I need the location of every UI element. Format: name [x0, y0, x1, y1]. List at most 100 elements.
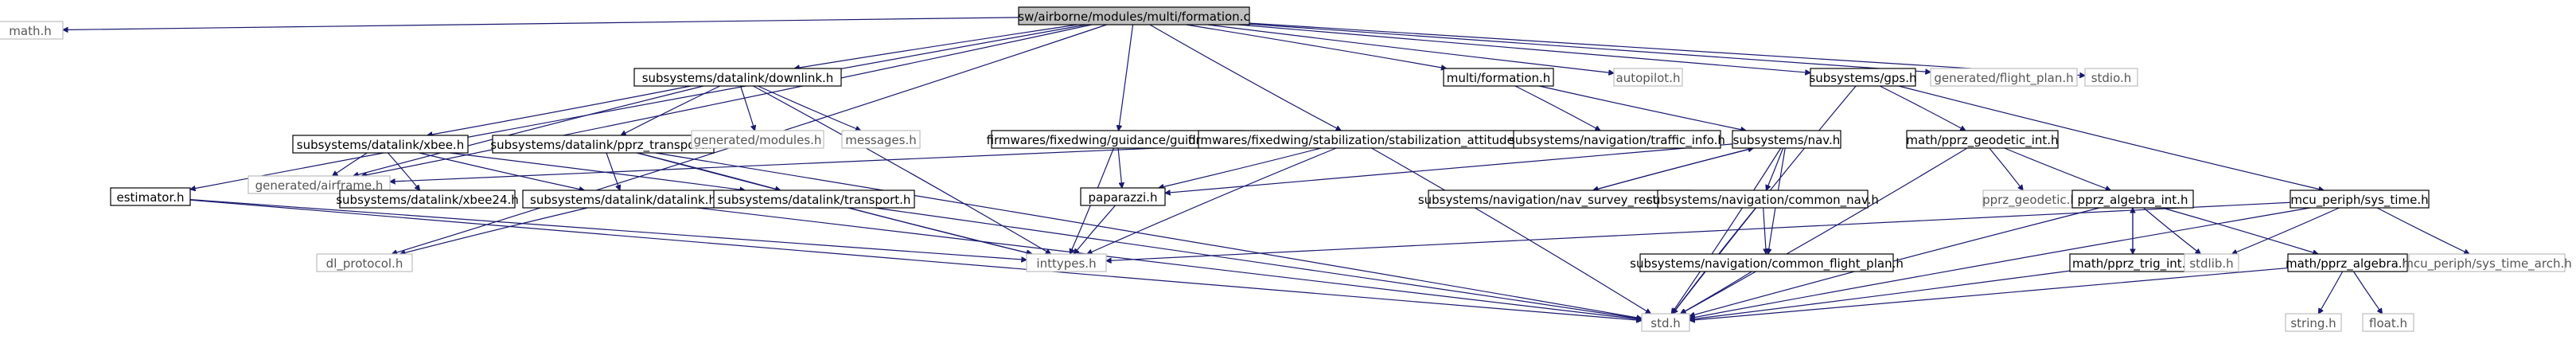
- edge-transport-to-inttypes: [848, 207, 1032, 254]
- node-nav-survey[interactable]: subsystems/navigation/nav_survey_rectang…: [1418, 190, 1701, 209]
- edge-stab_att-to-paparazzi: [1159, 147, 1322, 188]
- node-common-fp[interactable]: subsystems/navigation/common_flight_plan…: [1630, 253, 1904, 272]
- node-box: [1018, 6, 1250, 25]
- node-box: [1443, 68, 1554, 87]
- node-box: [1906, 130, 2059, 149]
- edge-sys_time-to-sys_time_arch: [2376, 207, 2469, 254]
- edge-datalink-to-std: [696, 207, 1642, 319]
- edge-guidance_v-to-paparazzi: [1117, 147, 1122, 188]
- edge-root-to-math_h: [63, 17, 1019, 30]
- edge-root-to-flight_plan: [1249, 23, 1931, 72]
- edge-pprz_algebra-to-float_h: [2352, 271, 2382, 314]
- edge-trig_int-to-std: [1689, 270, 2071, 319]
- node-label: subsystems/datalink/downlink.h: [642, 71, 834, 85]
- node-label: subsystems/datalink/datalink.h: [530, 193, 716, 207]
- node-label: generated/flight_plan.h: [1934, 71, 2073, 86]
- node-label: dl_protocol.h: [326, 256, 403, 272]
- edge-downlink-to-pprz_transport: [621, 85, 721, 136]
- node-box: [2084, 68, 2138, 87]
- node-box: [0, 21, 64, 40]
- edge-nav-to-common_nav: [1766, 147, 1784, 190]
- node-pprz-transport[interactable]: subsystems/datalink/pprz_transport.h: [490, 135, 716, 154]
- node-label: string.h: [2290, 316, 2336, 330]
- edge-multi_formation_h-to-traffic_info: [1514, 85, 1600, 131]
- edge-root-to-stdio: [1249, 22, 2085, 76]
- node-box: [316, 253, 413, 272]
- node-traffic-info[interactable]: subsystems/navigation/traffic_info.h: [1509, 130, 1725, 149]
- edge-transport-to-std: [874, 207, 1642, 319]
- node-transport[interactable]: subsystems/datalink/transport.h: [713, 190, 915, 209]
- node-downlink[interactable]: subsystems/datalink/downlink.h: [633, 68, 842, 87]
- node-label: subsystems/datalink/xbee24.h: [336, 193, 519, 207]
- node-box: [292, 135, 469, 154]
- node-multi-formation-h[interactable]: multi/formation.h: [1443, 68, 1554, 87]
- node-trig-int[interactable]: math/pprz_trig_int.h: [2069, 253, 2196, 272]
- node-box: [1613, 68, 1683, 87]
- edge-paparazzi-to-inttypes: [1074, 205, 1117, 254]
- node-datalink[interactable]: subsystems/datalink/datalink.h: [522, 190, 724, 209]
- node-estimator[interactable]: estimator.h: [110, 187, 191, 206]
- node-label: pprz_geodetic.h: [1982, 193, 2078, 208]
- node-common-nav[interactable]: subsystems/navigation/common_nav.h: [1647, 190, 1879, 209]
- node-layer: sw/airborne/modules/multi/formation.c mat…: [0, 6, 2572, 332]
- node-nav[interactable]: subsystems/nav.h: [1732, 130, 1841, 149]
- edge-root-to-gps: [1237, 24, 1810, 72]
- node-paparazzi[interactable]: paparazzi.h: [1080, 187, 1166, 206]
- node-box: [1732, 130, 1841, 149]
- node-airframe: generated/airframe.h: [247, 175, 391, 194]
- node-stab-att[interactable]: firmwares/fixedwing/stabilization/stabil…: [1188, 130, 1526, 149]
- node-pprz-algebra[interactable]: math/pprz_algebra.h: [2286, 253, 2410, 272]
- edge-root-to-airframe: [361, 24, 1092, 176]
- node-label: subsystems/datalink/xbee.h: [297, 138, 464, 152]
- node-box: [110, 187, 191, 206]
- node-sys-time[interactable]: mcu_periph/sys_time.h: [2290, 190, 2430, 209]
- node-label: math/pprz_algebra.h: [2286, 256, 2410, 272]
- node-box: [1639, 253, 1894, 272]
- edge-xbee-to-airframe: [333, 152, 368, 176]
- node-box: [1930, 68, 2078, 87]
- node-box: [1080, 187, 1166, 206]
- edge-downlink-to-inttypes: [753, 85, 1050, 254]
- node-geodetic-int[interactable]: math/pprz_geodetic_int.h: [1906, 130, 2059, 149]
- node-gps[interactable]: subsystems/gps.h: [1809, 68, 1917, 87]
- node-label: firmwares/fixedwing/guidance/guidance_v.…: [987, 133, 1249, 148]
- node-math-h: math.h: [0, 21, 64, 40]
- node-guidance-v[interactable]: firmwares/fixedwing/guidance/guidance_v.…: [987, 130, 1249, 149]
- node-label: estimator.h: [116, 190, 184, 205]
- edge-sys_time-to-inttypes: [1106, 201, 2291, 260]
- edge-xbee-to-transport: [449, 152, 745, 190]
- edge-xbee-to-datalink: [419, 152, 585, 190]
- edge-stab_att-to-std: [1371, 147, 1651, 314]
- edge-downlink-to-messages: [758, 85, 860, 131]
- node-root[interactable]: sw/airborne/modules/multi/formation.c: [1018, 6, 1250, 25]
- node-flight-plan: generated/flight_plan.h: [1930, 68, 2078, 87]
- node-box: [247, 175, 391, 194]
- node-label: sw/airborne/modules/multi/formation.c: [1018, 10, 1249, 24]
- node-label: subsystems/datalink/transport.h: [718, 193, 911, 207]
- edge-downlink-to-gen_modules: [739, 85, 755, 131]
- edge-layer: [63, 17, 2469, 321]
- edge-nav-to-std: [1671, 147, 1782, 314]
- node-label: subsystems/gps.h: [1809, 71, 1916, 85]
- edge-common_nav-to-common_fp: [1763, 207, 1767, 254]
- node-sys-time-arch: mcu_periph/sys_time_arch.h: [2402, 253, 2572, 272]
- node-xbee24[interactable]: subsystems/datalink/xbee24.h: [336, 190, 519, 209]
- node-box: [691, 130, 824, 149]
- node-algebra-int[interactable]: pprz_algebra_int.h: [2071, 190, 2194, 209]
- node-autopilot: autopilot.h: [1613, 68, 1683, 87]
- edge-algebra_int-to-stdlib: [2143, 207, 2201, 254]
- node-string-h: string.h: [2285, 313, 2342, 332]
- node-label: pprz_algebra_int.h: [2078, 193, 2188, 208]
- node-label: mcu_periph/sys_time_arch.h: [2402, 256, 2572, 272]
- edge-root-to-estimator: [190, 24, 1087, 190]
- node-std: std.h: [1641, 313, 1690, 332]
- edge-gps-to-geodetic_int: [1879, 85, 1966, 131]
- edge-nav-to-paparazzi: [1165, 143, 1733, 193]
- edge-root-to-multi_formation_h: [1186, 24, 1446, 68]
- node-xbee[interactable]: subsystems/datalink/xbee.h: [292, 135, 469, 154]
- node-box: [2287, 253, 2408, 272]
- edge-sys_time-to-stdlib: [2232, 207, 2340, 254]
- node-box: [1026, 253, 1107, 272]
- edge-sys_time-to-std: [1689, 207, 2311, 319]
